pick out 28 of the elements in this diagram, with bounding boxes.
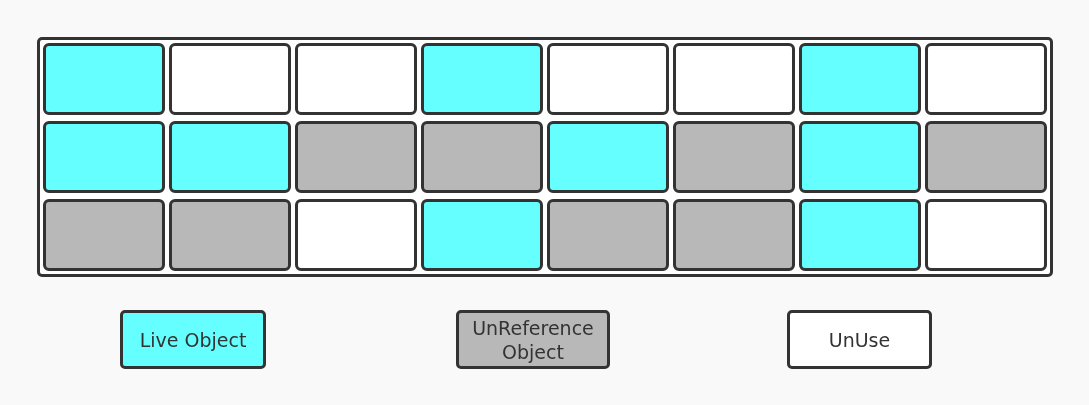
memory-block	[169, 199, 291, 271]
legend-label: Live Object	[139, 327, 247, 352]
memory-block	[673, 43, 795, 115]
memory-block	[43, 199, 165, 271]
memory-block	[169, 121, 291, 193]
memory-block	[547, 199, 669, 271]
legend-label: UnReference Object	[471, 315, 595, 364]
memory-block	[169, 43, 291, 115]
memory-block	[547, 43, 669, 115]
legend-label: UnUse	[828, 327, 891, 352]
memory-block	[295, 199, 417, 271]
memory-block	[295, 43, 417, 115]
memory-block	[799, 43, 921, 115]
memory-block	[43, 121, 165, 193]
memory-block	[547, 121, 669, 193]
memory-block	[43, 43, 165, 115]
memory-block	[421, 121, 543, 193]
memory-block	[799, 121, 921, 193]
memory-block	[673, 199, 795, 271]
memory-block	[421, 43, 543, 115]
memory-block	[925, 199, 1047, 271]
memory-block	[673, 121, 795, 193]
memory-region-frame	[37, 37, 1053, 277]
memory-block	[925, 43, 1047, 115]
memory-block	[421, 199, 543, 271]
memory-block	[295, 121, 417, 193]
memory-block	[925, 121, 1047, 193]
memory-block	[799, 199, 921, 271]
